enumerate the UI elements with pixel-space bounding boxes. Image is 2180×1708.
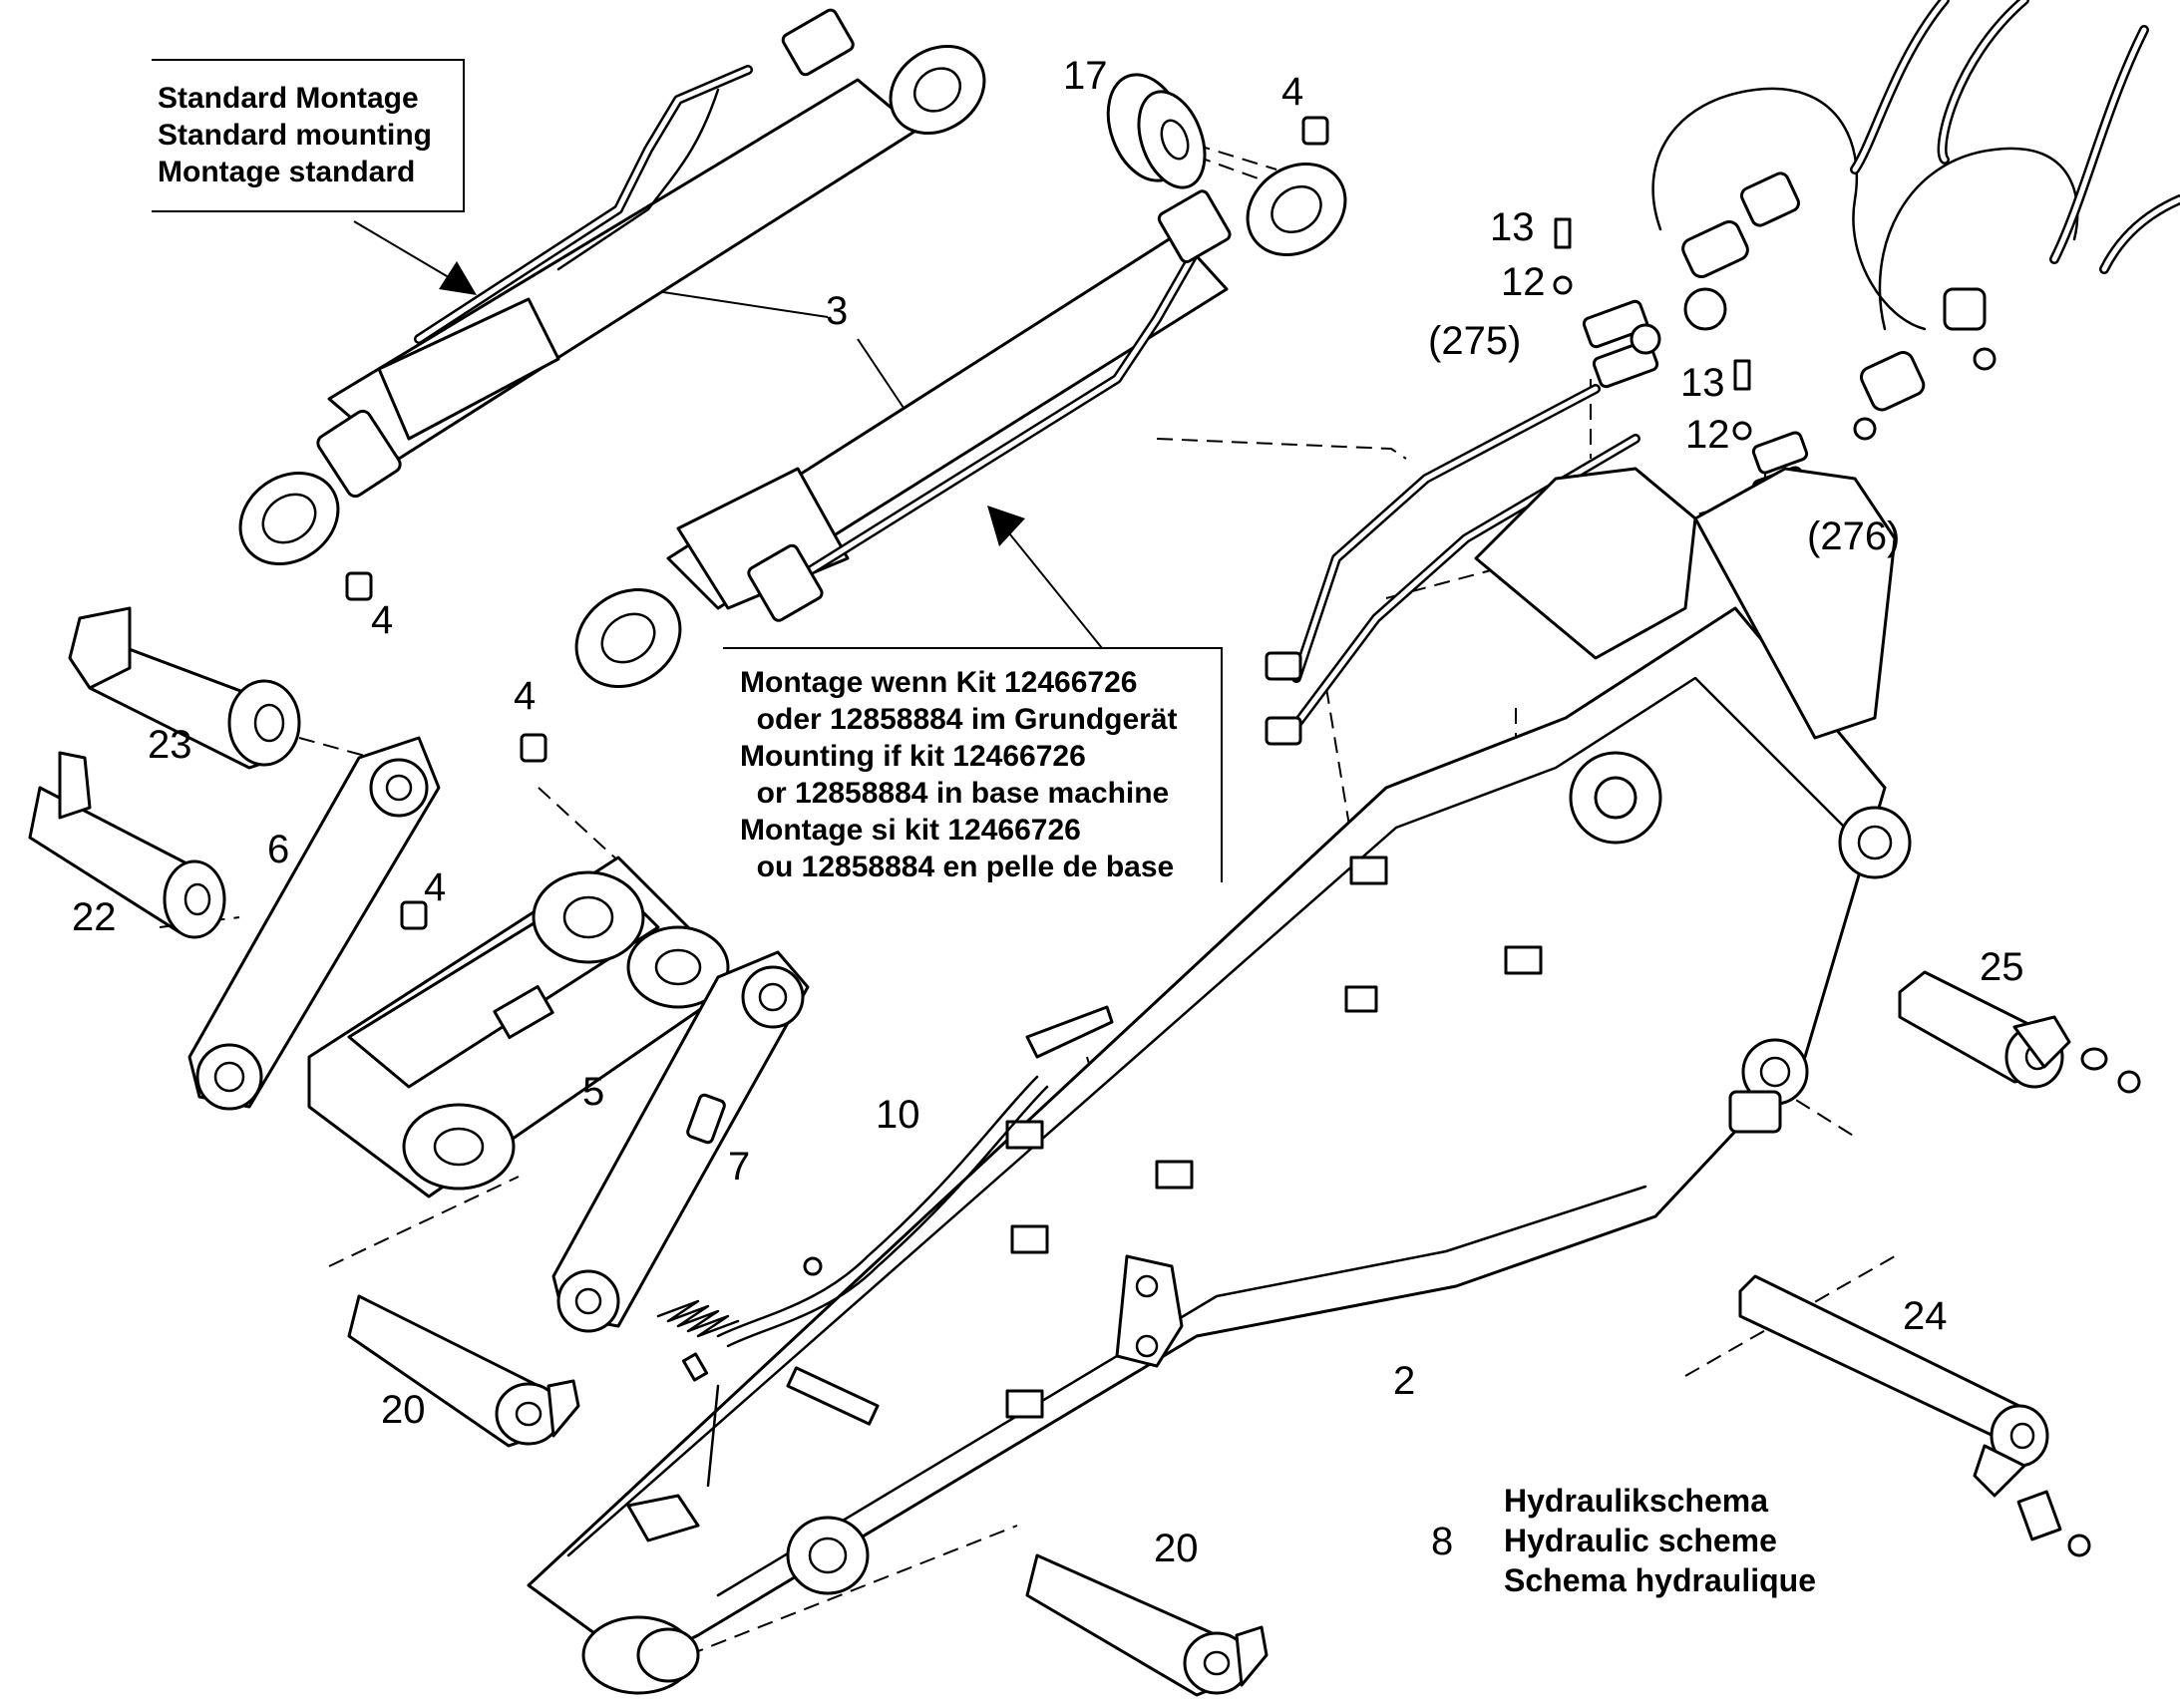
callout-22: 22	[72, 895, 117, 939]
link-5	[307, 855, 730, 1198]
note-kit-line-2: oder 12858884 im Grundgerät	[740, 703, 1178, 736]
callout-20-bottom: 20	[1154, 1527, 1199, 1570]
callout-5: 5	[582, 1070, 605, 1114]
callout-4-top: 4	[1281, 70, 1304, 114]
note-kit-mounting: Montage wenn Kit 12466726 oder 12858884 …	[740, 664, 1178, 885]
pin-20-left	[347, 1294, 580, 1448]
note-frames	[152, 59, 1223, 882]
callout-7: 7	[728, 1145, 751, 1189]
note-kit-line-3: Mounting if kit 12466726	[740, 740, 1086, 773]
rod-7	[551, 950, 810, 1333]
note-standard-line-en: Standard mounting	[158, 119, 432, 152]
callout-276: (276)	[1807, 514, 1901, 558]
callout-3: 3	[826, 289, 849, 333]
flange-clamps	[1553, 171, 1997, 510]
wiring-harness	[681, 1005, 1114, 1488]
boom	[527, 467, 1912, 1695]
hydraulic-hoses	[1651, 0, 2180, 331]
note-standard-line-de: Standard Montage	[158, 82, 419, 115]
spring	[656, 1299, 740, 1338]
pin-20-bottom	[1025, 1553, 1269, 1697]
callout-13-b: 13	[1680, 361, 1725, 405]
callout-24: 24	[1903, 1294, 1948, 1338]
callout-6: 6	[267, 828, 290, 871]
pin-22	[28, 751, 226, 939]
pin-24	[1738, 1274, 2091, 1557]
callout-4-mid: 4	[514, 674, 537, 718]
callout-8: 8	[1431, 1520, 1454, 1563]
callout-20-left: 20	[381, 1388, 426, 1432]
note-kit-line-6: ou 12858884 en pelle de base	[740, 851, 1175, 883]
callout-12-b: 12	[1685, 413, 1730, 457]
note-hydraulic-line-de: Hydraulikschema	[1504, 1483, 1769, 1519]
hydraulic-cylinder-kit	[574, 162, 1347, 689]
note-kit-line-4: or 12858884 in base machine	[740, 777, 1170, 810]
callout-13-a: 13	[1490, 205, 1535, 249]
note-standard-mounting: Standard Montage Standard mounting Monta…	[158, 80, 432, 190]
pin-25	[1898, 970, 2141, 1094]
note-kit-line-5: Montage si kit 12466726	[740, 814, 1081, 847]
pin-23	[68, 606, 301, 770]
callout-23: 23	[148, 723, 192, 767]
hydraulic-cylinder-standard	[238, 8, 986, 566]
note-kit-line-1: Montage wenn Kit 12466726	[740, 666, 1138, 699]
note-hydraulic-scheme: Hydraulikschema Hydraulic scheme Schema …	[1504, 1481, 1816, 1600]
callout-2: 2	[1393, 1359, 1416, 1403]
callout-17: 17	[1063, 54, 1108, 98]
grease-nipples	[345, 116, 1329, 930]
callout-12-a: 12	[1501, 260, 1546, 304]
note-standard-line-fr: Montage standard	[158, 156, 416, 188]
callout-4-link: 4	[424, 865, 447, 909]
note-hydraulic-line-fr: Schema hydraulique	[1504, 1562, 1816, 1598]
callout-25: 25	[1980, 945, 2024, 989]
rod-6	[187, 736, 441, 1111]
note-arrows	[353, 220, 1103, 649]
callout-275: (275)	[1428, 319, 1522, 363]
seal-kit-17	[1106, 73, 1207, 189]
callout-10: 10	[876, 1093, 920, 1137]
callout-4-cylinder: 4	[371, 598, 394, 642]
note-hydraulic-line-en: Hydraulic scheme	[1504, 1523, 1777, 1558]
